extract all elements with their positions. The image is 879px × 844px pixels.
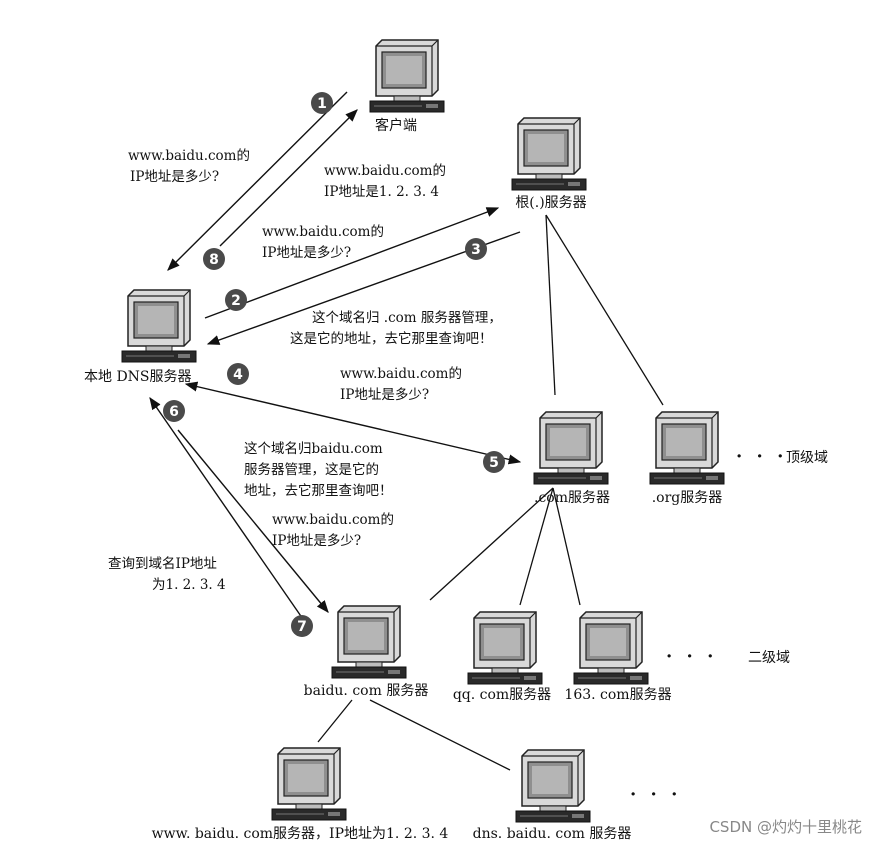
dns-baidu-server-label: dns. baidu. com 服务器 [473,826,632,842]
svg-text:IP地址是多少?: IP地址是多少? [262,244,351,261]
root-org-link [545,214,664,406]
arrow-step-4-5 [184,381,522,465]
baidu-www-link [317,699,353,743]
arrow-step-7 [149,396,306,623]
svg-text:5: 5 [489,455,499,471]
qq-server-computer: qq. com服务器 [453,611,551,703]
svg-text:2: 2 [231,293,241,309]
step-badge-1: 1 [311,92,333,114]
note-step-8: www.baidu.com的 IP地址是1. 2. 3. 4 [324,163,446,200]
svg-text:6: 6 [169,404,179,420]
com-baidu-link [429,487,554,601]
step-badge-8: 8 [203,248,225,270]
svg-text:8: 8 [209,252,219,268]
baidu-server-computer: baidu. com 服务器 [304,605,429,699]
org-server-computer: .org服务器 [649,411,725,506]
client-computer: 客户端 [369,39,445,134]
163-server-computer: 163. com服务器 [564,611,672,703]
local-dns-computer: 本地 DNS服务器 [84,289,197,385]
www-server-computer: www. baidu. com服务器，IP地址为1. 2. 3. 4 [152,747,449,842]
qq-server-label: qq. com服务器 [453,687,551,703]
com-server-label: .com服务器 [534,490,610,506]
svg-text:www.baidu.com的: www.baidu.com的 [340,366,462,382]
svg-text:IP地址是多少?: IP地址是多少? [340,386,429,403]
arrow-step-2 [204,207,500,319]
com-qq-link [519,487,554,606]
svg-text:为1. 2. 3. 4: 为1. 2. 3. 4 [152,577,226,593]
dns-baidu-server-computer: dns. baidu. com 服务器 [473,749,632,842]
com-server-computer: .com服务器 [533,411,610,506]
org-server-label: .org服务器 [652,490,723,506]
local-dns-label: 本地 DNS服务器 [84,369,192,385]
svg-text:www.baidu.com的: www.baidu.com的 [262,224,384,240]
step-badge-5: 5 [483,451,505,473]
hierarchy-lines [317,214,664,771]
step-badge-3: 3 [465,238,487,260]
top-level-ellipsis: · · · [736,446,787,467]
arrow-step-6 [177,429,329,613]
www-server-label: www. baidu. com服务器，IP地址为1. 2. 3. 4 [152,826,449,842]
note-step-3: 这个域名归 .com 服务器管理， 这是它的地址，去它那里查询吧！ [290,309,502,347]
svg-text:IP地址是多少?: IP地址是多少? [130,168,219,185]
note-step-7: 查询到域名IP地址 为1. 2. 3. 4 [108,556,226,593]
note-step-1: www.baidu.com的 IP地址是多少? [128,148,250,185]
root-com-link [545,214,556,396]
arrow-step-1 [167,91,348,271]
baidu-dns-link [369,699,511,771]
svg-text:www.baidu.com的: www.baidu.com的 [272,512,394,528]
svg-text:查询到域名IP地址: 查询到域名IP地址 [108,556,217,572]
csdn-watermark: CSDN @灼灼十里桃花 [709,818,862,836]
note-step-4: www.baidu.com的 IP地址是多少? [340,366,462,403]
163-server-label: 163. com服务器 [564,687,671,703]
com-163-link [552,487,581,606]
svg-text:www.baidu.com的: www.baidu.com的 [128,148,250,164]
svg-text:3: 3 [471,242,481,258]
svg-text:4: 4 [233,367,243,383]
second-level-domain-label: 二级域 [748,650,790,666]
root-server-computer: 根(.)服务器 [511,117,587,211]
top-level-domain-label: 顶级域 [786,450,828,466]
note-step-6: www.baidu.com的 IP地址是多少? [272,512,394,549]
client-label: 客户端 [375,117,417,134]
svg-text:地址，去它那里查询吧！: 地址，去它那里查询吧！ [244,482,393,499]
svg-text:IP地址是多少?: IP地址是多少? [272,532,361,549]
second-level-ellipsis: · · · [666,646,717,667]
baidu-server-label: baidu. com 服务器 [304,683,429,699]
note-step-2: www.baidu.com的 IP地址是多少? [262,224,384,261]
root-server-label: 根(.)服务器 [515,195,586,211]
step-badge-4: 4 [227,363,249,385]
arrow-step-8 [219,109,358,247]
svg-text:服务器管理，这是它的: 服务器管理，这是它的 [244,461,379,478]
step-badge-2: 2 [225,289,247,311]
svg-text:这是它的地址，去它那里查询吧！: 这是它的地址，去它那里查询吧！ [290,330,493,347]
svg-text:这个域名归 .com 服务器管理，: 这个域名归 .com 服务器管理， [312,309,502,326]
third-level-ellipsis: · · · [630,784,681,805]
note-step-5: 这个域名归baidu.com 服务器管理，这是它的 地址，去它那里查询吧！ [244,440,393,499]
svg-text:这个域名归baidu.com: 这个域名归baidu.com [244,440,383,457]
svg-text:7: 7 [297,619,307,635]
svg-text:www.baidu.com的: www.baidu.com的 [324,163,446,179]
svg-text:1: 1 [317,96,327,112]
step-badge-7: 7 [291,615,313,637]
svg-text:IP地址是1. 2. 3. 4: IP地址是1. 2. 3. 4 [324,184,439,200]
step-badge-6: 6 [163,400,185,422]
